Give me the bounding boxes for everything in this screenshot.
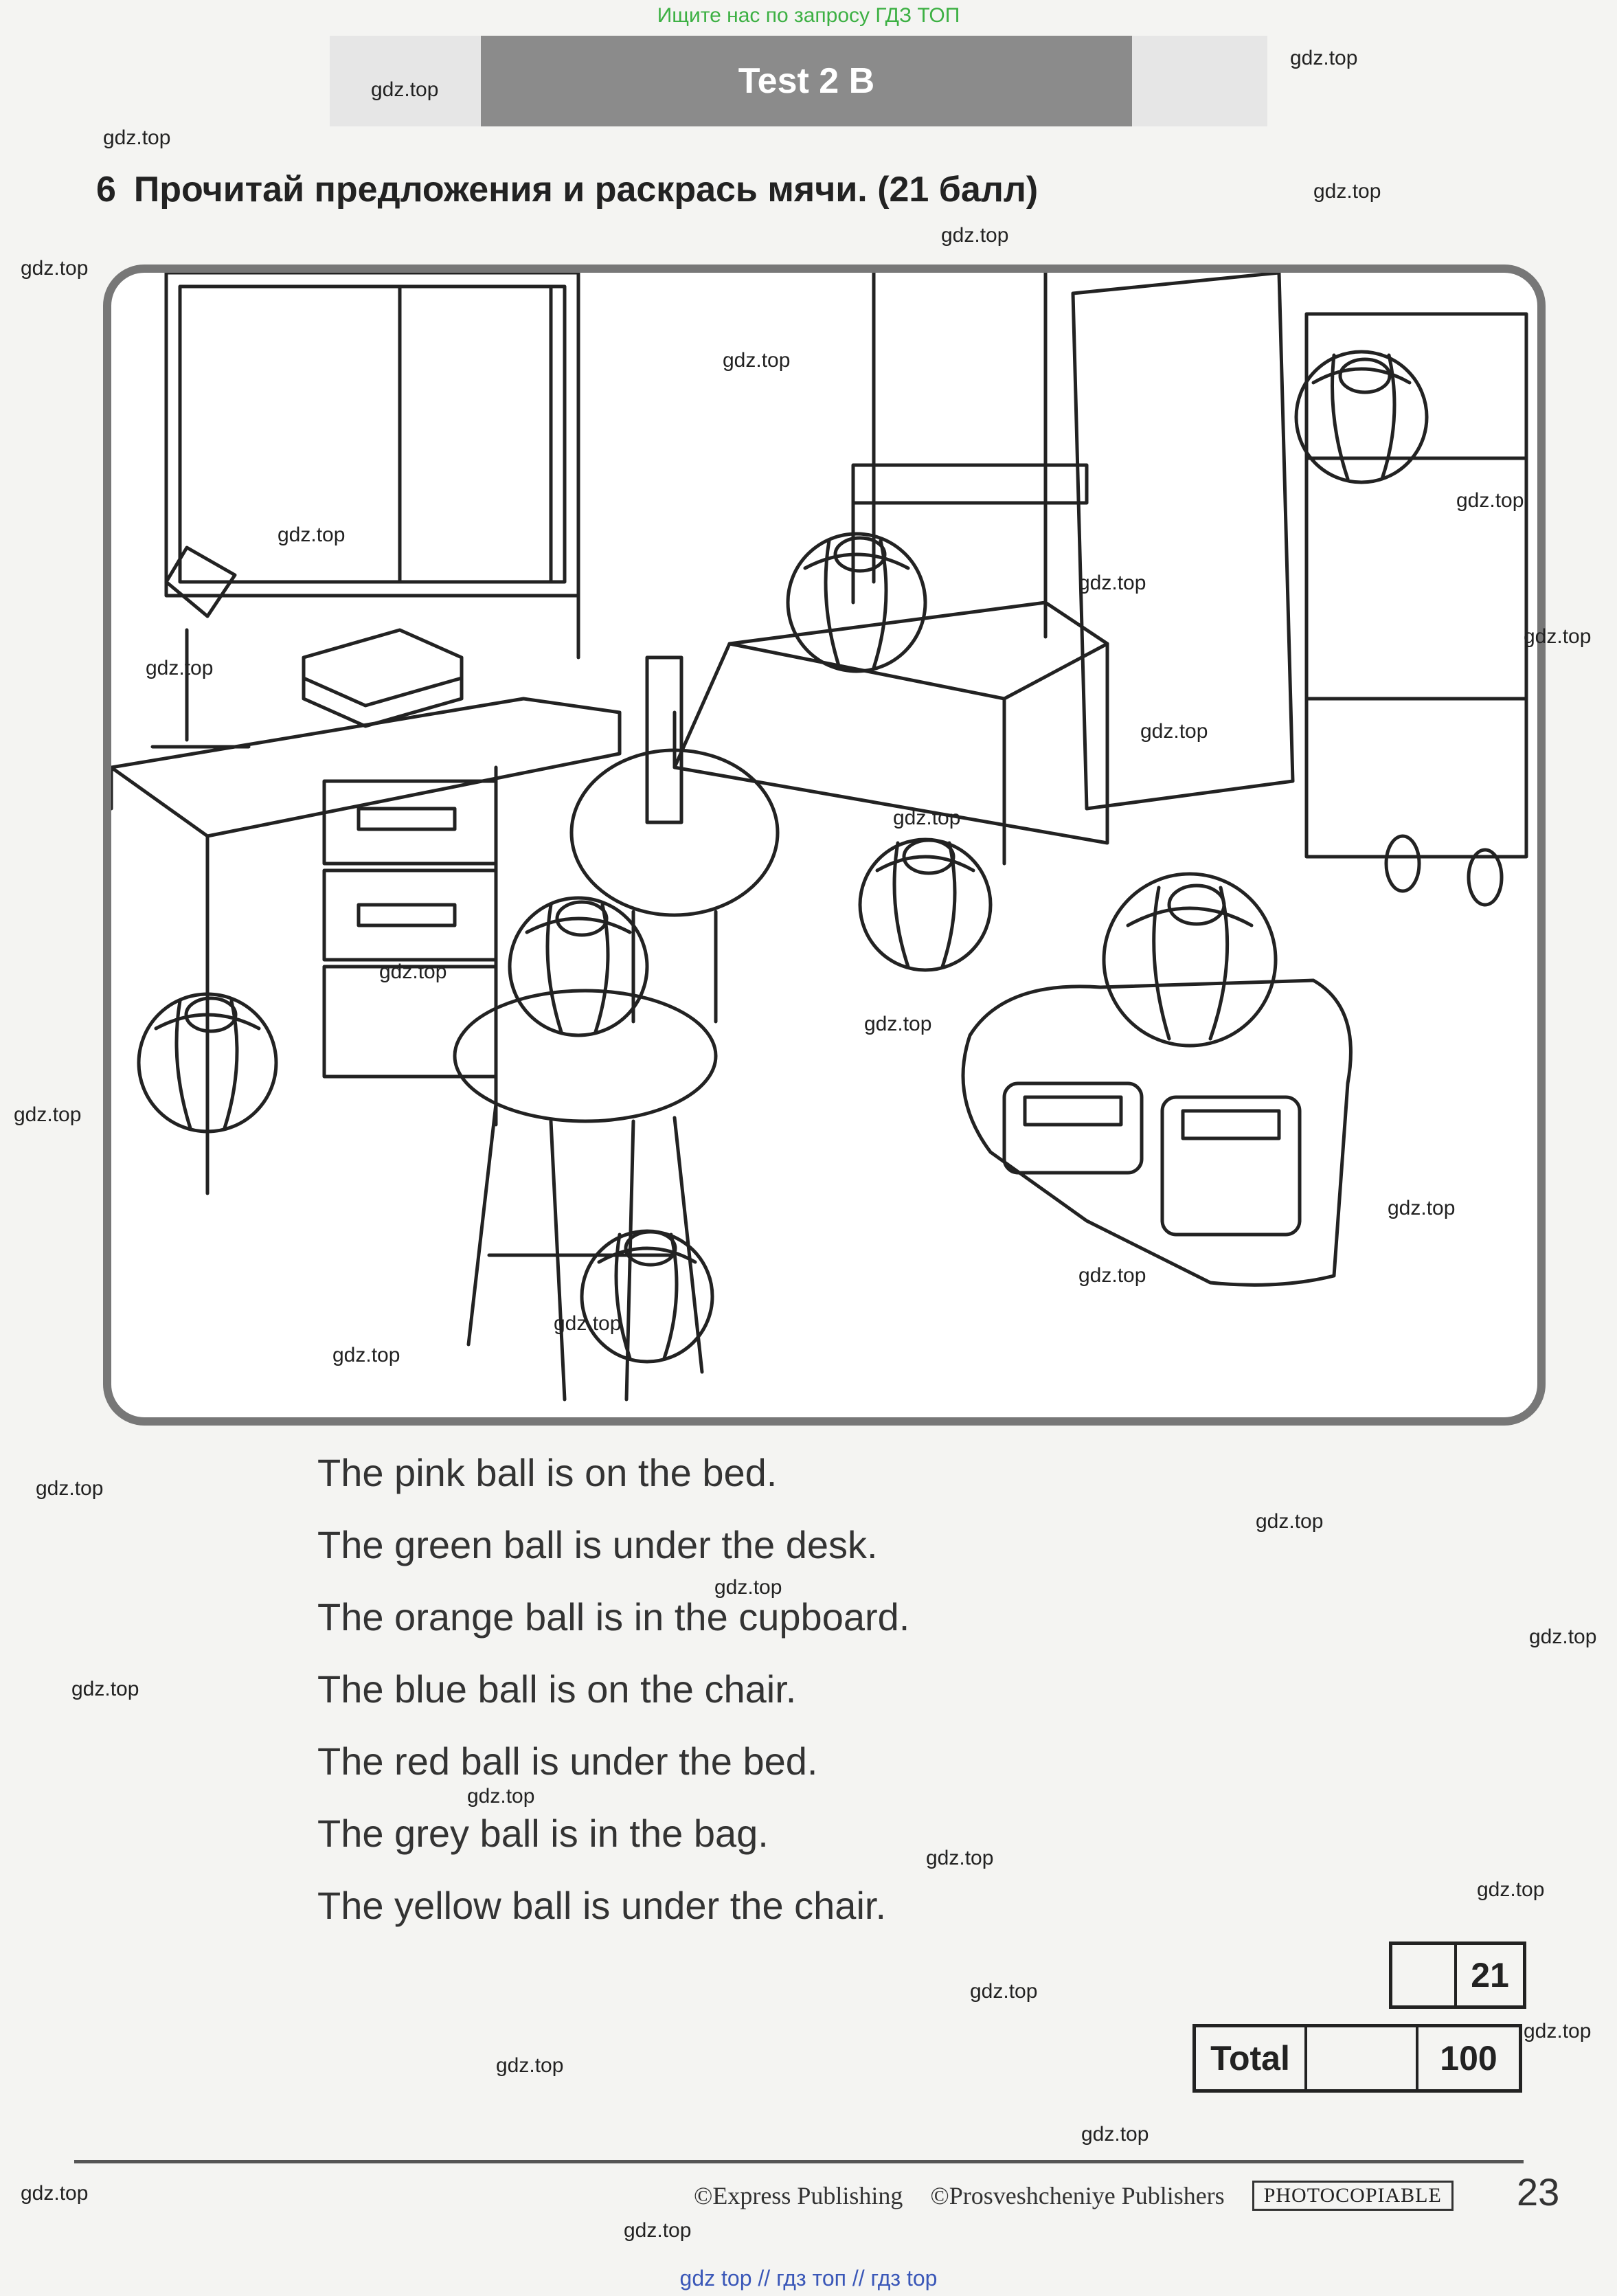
watermark: gdz.top <box>371 78 439 101</box>
bottom-banner[interactable]: gdz top // гдз топ // гдз top <box>679 2266 938 2291</box>
bed <box>672 463 1109 866</box>
photocopiable-stamp: PHOTOCOPIABLE <box>1252 2181 1454 2211</box>
watermark: gdz.top <box>1256 1510 1324 1533</box>
sentence-red: The red ball is under the bed. <box>317 1740 818 1783</box>
bedpost <box>645 655 683 824</box>
watermark: gdz.top <box>554 1312 622 1335</box>
watermark: gdz.top <box>496 2054 564 2077</box>
watermark: gdz.top <box>14 1103 82 1126</box>
pink-ball <box>786 532 927 673</box>
watermark: gdz.top <box>1529 1625 1597 1648</box>
top-banner[interactable]: Ищите нас по запросу ГДЗ ТОП <box>657 4 960 27</box>
task-score-box: 21 <box>1389 1942 1526 2009</box>
watermark: gdz.top <box>864 1013 932 1035</box>
watermark: gdz.top <box>21 257 89 280</box>
watermark: gdz.top <box>146 657 214 679</box>
watermark: gdz.top <box>1524 2020 1592 2042</box>
task-instruction: Прочитай предложения и раскрась мячи. (2… <box>133 170 1039 210</box>
watermark: gdz.top <box>1078 1264 1146 1287</box>
task-number: 6 <box>96 170 116 210</box>
watermark: gdz.top <box>1524 625 1592 648</box>
watermark: gdz.top <box>379 960 447 983</box>
watermark: gdz.top <box>970 1980 1038 2003</box>
watermark: gdz.top <box>71 1678 139 1700</box>
yellow-ball <box>580 1229 714 1364</box>
watermark: gdz.top <box>723 349 791 372</box>
room-illustration <box>103 265 1546 1426</box>
watermark: gdz.top <box>1388 1197 1456 1219</box>
page-number: 23 <box>1517 2170 1560 2214</box>
books <box>302 628 464 728</box>
watermark: gdz.top <box>893 807 961 829</box>
watermark: gdz.top <box>332 1344 400 1366</box>
watermark: gdz.top <box>1081 2123 1149 2146</box>
sentence-green: The green ball is under the desk. <box>317 1523 878 1566</box>
watermark: gdz.top <box>21 2182 89 2205</box>
sentence-blue: The blue ball is on the chair. <box>317 1667 797 1711</box>
watermark: gdz.top <box>36 1477 104 1500</box>
footer-rule <box>74 2160 1524 2163</box>
total-label: Total <box>1196 2027 1307 2089</box>
window <box>164 273 580 598</box>
sentence-yellow: The yellow ball is under the chair. <box>317 1884 886 1927</box>
watermark: gdz.top <box>1477 1878 1545 1901</box>
watermark: gdz.top <box>103 126 171 149</box>
sentence-pink: The pink ball is on the bed. <box>317 1451 778 1494</box>
watermark: gdz.top <box>278 524 346 546</box>
watermark: gdz.top <box>1456 489 1524 512</box>
sentence-list: The pink ball is on the bed. The green b… <box>317 1445 1348 1950</box>
watermark: gdz.top <box>926 1847 994 1869</box>
test-title: Test 2 B <box>481 36 1132 126</box>
total-score-box: Total 100 <box>1192 2024 1522 2093</box>
blue-ball <box>508 896 649 1037</box>
bag <box>961 978 1353 1287</box>
sentence-grey: The grey ball is in the bag. <box>317 1812 769 1855</box>
sentence-orange: The orange ball is in the cupboard. <box>317 1595 910 1639</box>
watermark: gdz.top <box>1078 572 1146 594</box>
watermark: gdz.top <box>1313 180 1381 203</box>
task-score-input[interactable] <box>1392 1945 1457 2005</box>
red-ball <box>858 837 993 972</box>
total-score-max: 100 <box>1440 2039 1497 2078</box>
orange-ball <box>1294 350 1429 484</box>
green-ball <box>137 992 278 1134</box>
task-score-max: 21 <box>1471 1956 1509 1994</box>
watermark: gdz.top <box>1140 720 1208 743</box>
watermark: gdz.top <box>941 224 1009 247</box>
publisher-express: ©Express Publishing <box>694 2182 903 2209</box>
footer: ©Express Publishing ©Prosveshcheniye Pub… <box>694 2175 1454 2216</box>
grey-ball <box>1102 872 1278 1048</box>
watermark: gdz.top <box>467 1785 535 1808</box>
watermark: gdz.top <box>714 1576 782 1599</box>
lamp <box>150 545 251 749</box>
total-score-input[interactable] <box>1307 2027 1418 2089</box>
watermark: gdz.top <box>624 2219 692 2242</box>
task-heading: 6 Прочитай предложения и раскрась мячи. (… <box>96 169 1038 210</box>
watermark: gdz.top <box>1290 47 1358 69</box>
publisher-prosveshcheniye: ©Prosveshcheniye Publishers <box>930 2182 1225 2209</box>
